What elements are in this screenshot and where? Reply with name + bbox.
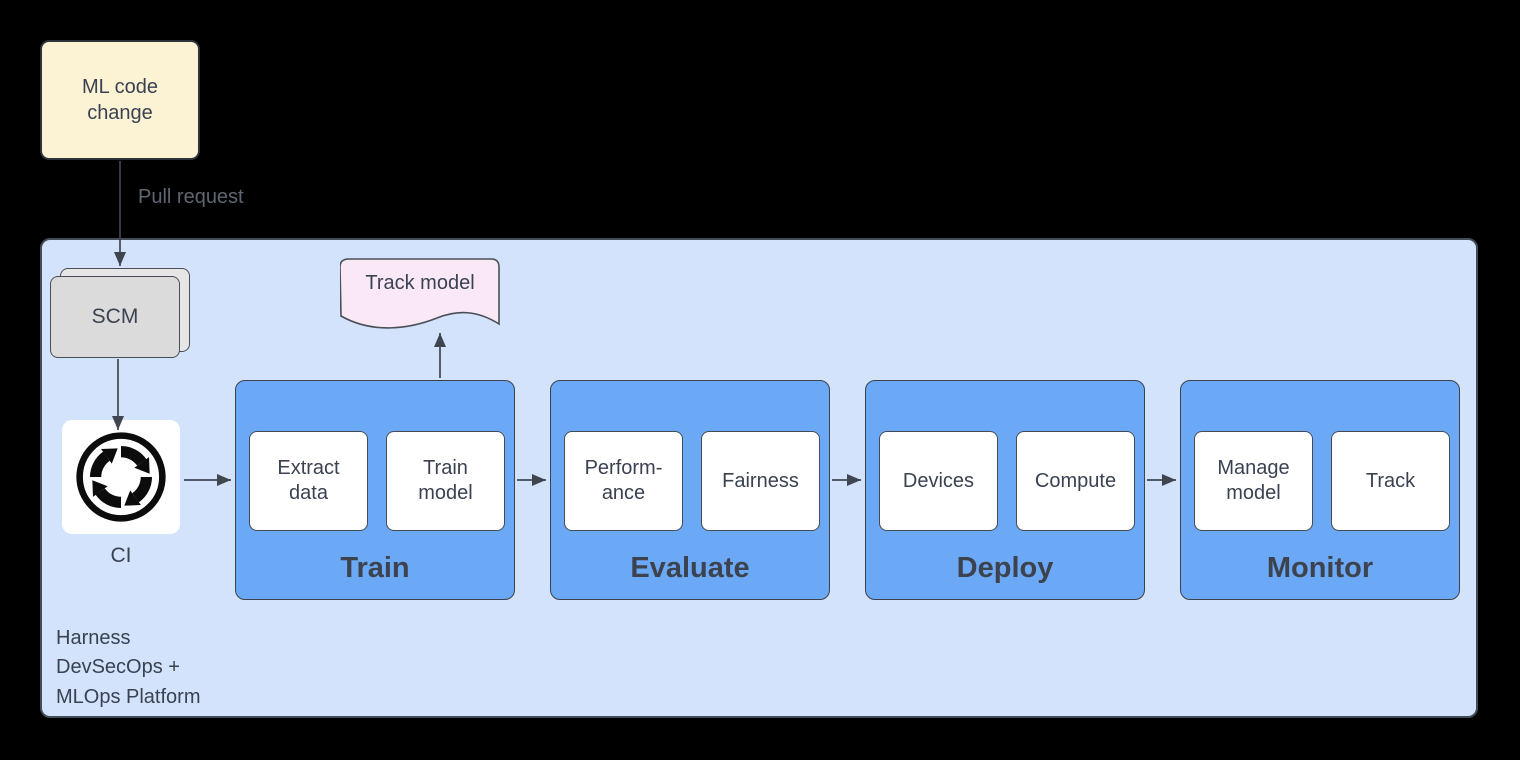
track-model-node bbox=[340, 258, 500, 336]
ci-icon-arrow-3 bbox=[92, 480, 122, 509]
document-shape bbox=[340, 258, 500, 329]
ci-icon-arrow-2 bbox=[124, 476, 153, 506]
stage-deploy: Devices Compute Deploy bbox=[865, 380, 1145, 600]
stage-item-train-model: Train model bbox=[386, 431, 505, 531]
stage-item-compute: Compute bbox=[1016, 431, 1135, 531]
stage-title-train: Train bbox=[340, 552, 410, 584]
stage-train: Extract data Train model Train bbox=[235, 380, 515, 600]
ci-sync-arrows-icon bbox=[76, 432, 166, 522]
platform-label: Harness DevSecOps + MLOps Platform bbox=[56, 624, 200, 712]
platform-label-line3: MLOps Platform bbox=[56, 685, 201, 708]
stage-item-manage-model: Manage model bbox=[1194, 431, 1313, 531]
ml-code-change-label: ML code change bbox=[82, 76, 158, 124]
stage-title-monitor: Monitor bbox=[1266, 552, 1374, 584]
pull-request-edge-label: Pull request bbox=[138, 186, 244, 208]
stage-title-deploy: Deploy bbox=[956, 552, 1054, 584]
stage-item-fairness: Fairness bbox=[701, 431, 820, 531]
scm-node: SCM bbox=[50, 276, 180, 358]
platform-label-line2: DevSecOps + bbox=[56, 656, 180, 679]
scm-label: SCM bbox=[91, 305, 139, 328]
track-model-label: Track model bbox=[365, 272, 475, 294]
ci-icon-arrow-1 bbox=[120, 445, 150, 474]
stage-item-performance: Perform-ance bbox=[564, 431, 683, 531]
ci-icon-arrow-4 bbox=[89, 448, 118, 478]
ml-code-change-node: ML code change bbox=[40, 40, 200, 160]
platform-label-line1: Harness bbox=[56, 627, 131, 649]
stage-item-devices: Devices bbox=[879, 431, 998, 531]
stage-title-evaluate: Evaluate bbox=[630, 552, 750, 584]
stage-monitor: Manage model Track Monitor bbox=[1180, 380, 1460, 600]
ci-label: CI bbox=[110, 544, 132, 567]
stage-evaluate: Perform-ance Fairness Evaluate bbox=[550, 380, 830, 600]
ci-node bbox=[62, 420, 180, 534]
stage-item-track: Track bbox=[1331, 431, 1450, 531]
stage-item-extract-data: Extract data bbox=[249, 431, 368, 531]
